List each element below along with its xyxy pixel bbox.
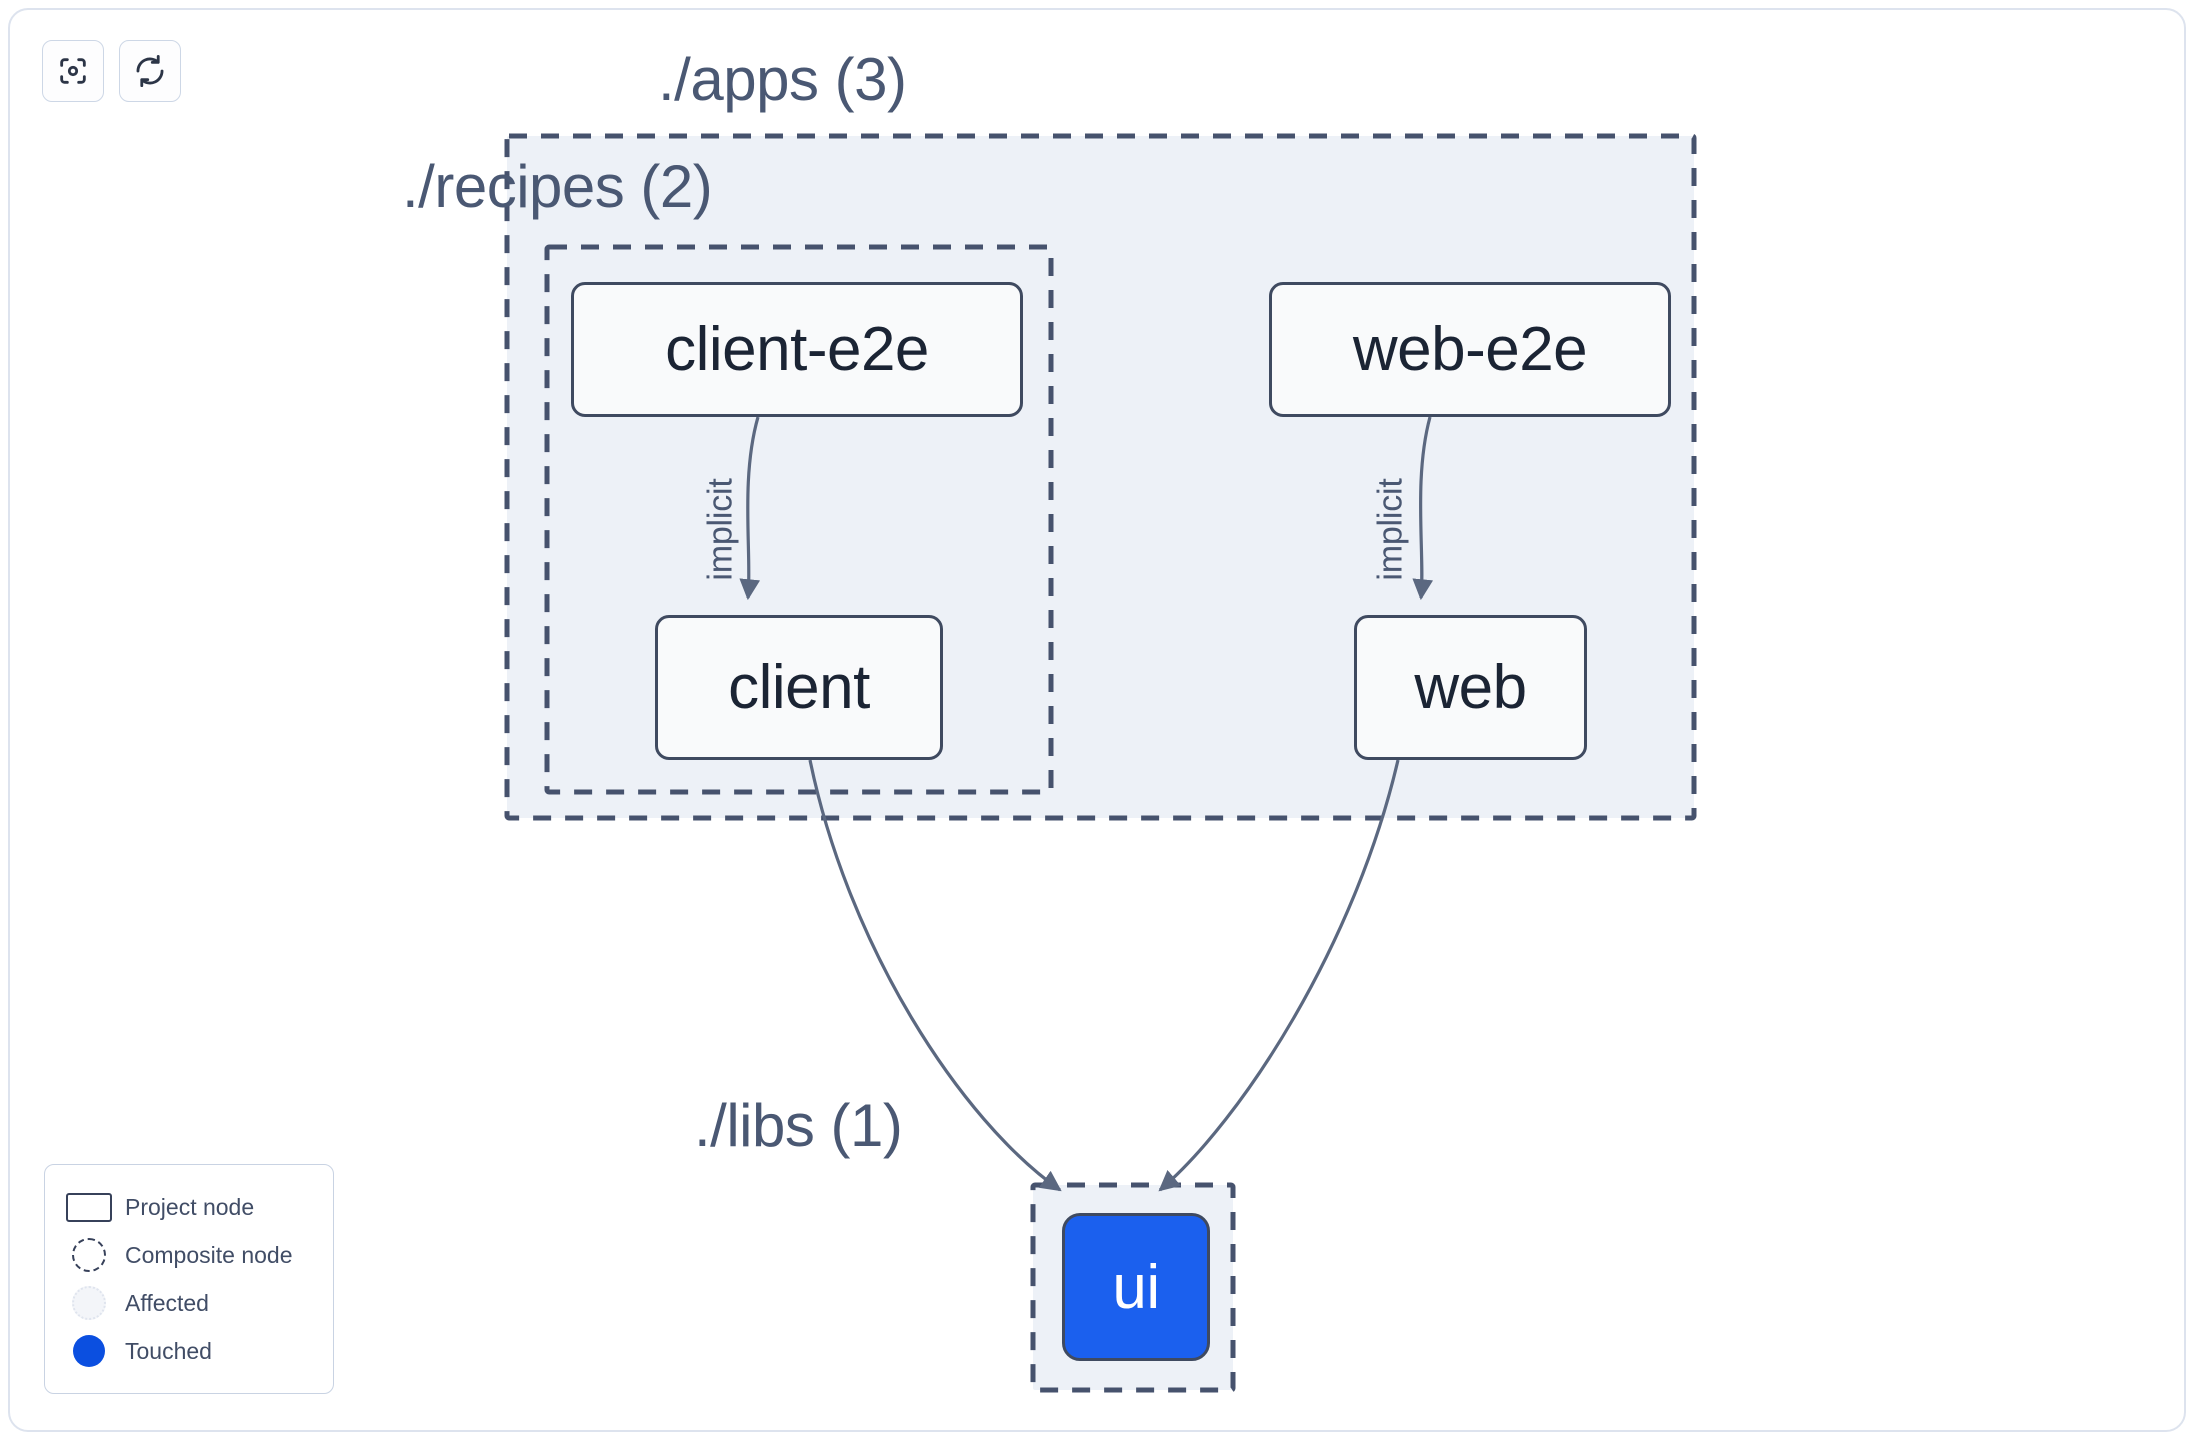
project-node-ui[interactable]: ui — [1062, 1213, 1210, 1361]
refresh-graph-button[interactable] — [119, 40, 181, 102]
project-node-web-e2e[interactable]: web-e2e — [1269, 282, 1671, 417]
project-node-label: web — [1414, 653, 1527, 722]
edge-client-to-ui — [808, 759, 1062, 1192]
legend-label: Composite node — [125, 1241, 293, 1268]
group-label-recipes: ./recipes (2) — [402, 153, 713, 220]
affected-swatch — [63, 1286, 115, 1320]
focus-graph-button[interactable] — [42, 40, 104, 102]
project-node-client-e2e[interactable]: client-e2e — [571, 282, 1023, 417]
project-node-label: web-e2e — [1352, 315, 1588, 384]
project-node-client[interactable]: client — [655, 615, 943, 760]
composite-node-swatch — [63, 1238, 115, 1272]
refresh-icon — [133, 54, 167, 88]
project-node-swatch — [63, 1192, 115, 1222]
legend-item-touched: Touched — [63, 1327, 313, 1375]
edge-label-implicit-web: implicit — [1371, 478, 1410, 581]
focus-icon — [56, 54, 90, 88]
legend-item-composite-node: Composite node — [63, 1231, 313, 1279]
legend-item-affected: Affected — [63, 1279, 313, 1327]
group-label-apps: ./apps (3) — [658, 46, 907, 113]
graph-legend: Project node Composite node Affected Tou… — [44, 1164, 334, 1394]
project-node-label: ui — [1112, 1252, 1160, 1322]
project-graph-app: ./apps (3) ./recipes (2) ./libs (1) clie… — [8, 8, 2186, 1432]
legend-item-project-node: Project node — [63, 1183, 313, 1231]
project-node-label: client — [728, 653, 870, 722]
legend-label: Touched — [125, 1337, 212, 1364]
project-node-web[interactable]: web — [1354, 615, 1587, 760]
edge-web-to-ui — [1158, 759, 1400, 1192]
edge-label-implicit-client: implicit — [701, 478, 740, 581]
legend-label: Project node — [125, 1193, 255, 1220]
project-node-label: client-e2e — [665, 315, 929, 384]
legend-label: Affected — [125, 1289, 209, 1316]
touched-swatch — [63, 1335, 115, 1367]
group-label-libs: ./libs (1) — [694, 1092, 903, 1159]
edge-client-e2e-to-client — [739, 416, 761, 601]
graph-toolbar — [42, 40, 181, 102]
edge-web-e2e-to-web — [1412, 416, 1434, 601]
